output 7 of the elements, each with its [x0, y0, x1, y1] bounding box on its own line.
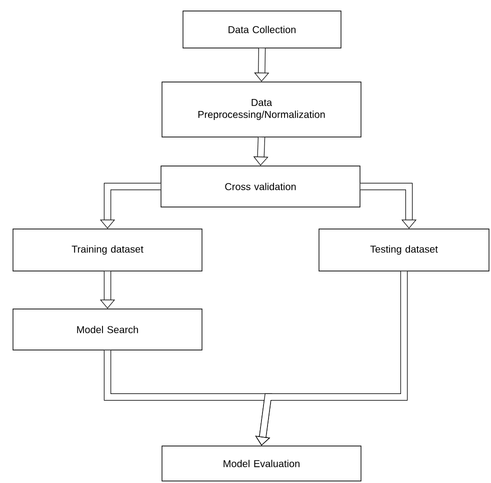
process-box: Testing dataset	[318, 228, 490, 272]
process-box: Training dataset	[12, 228, 202, 272]
process-box: Model Search	[12, 308, 202, 350]
process-box: Model Evaluation	[162, 446, 362, 482]
process-box: Data Preprocessing/Normalization	[162, 82, 362, 138]
process-box: Cross validation	[160, 166, 360, 208]
process-box: Data Collection	[182, 10, 342, 48]
